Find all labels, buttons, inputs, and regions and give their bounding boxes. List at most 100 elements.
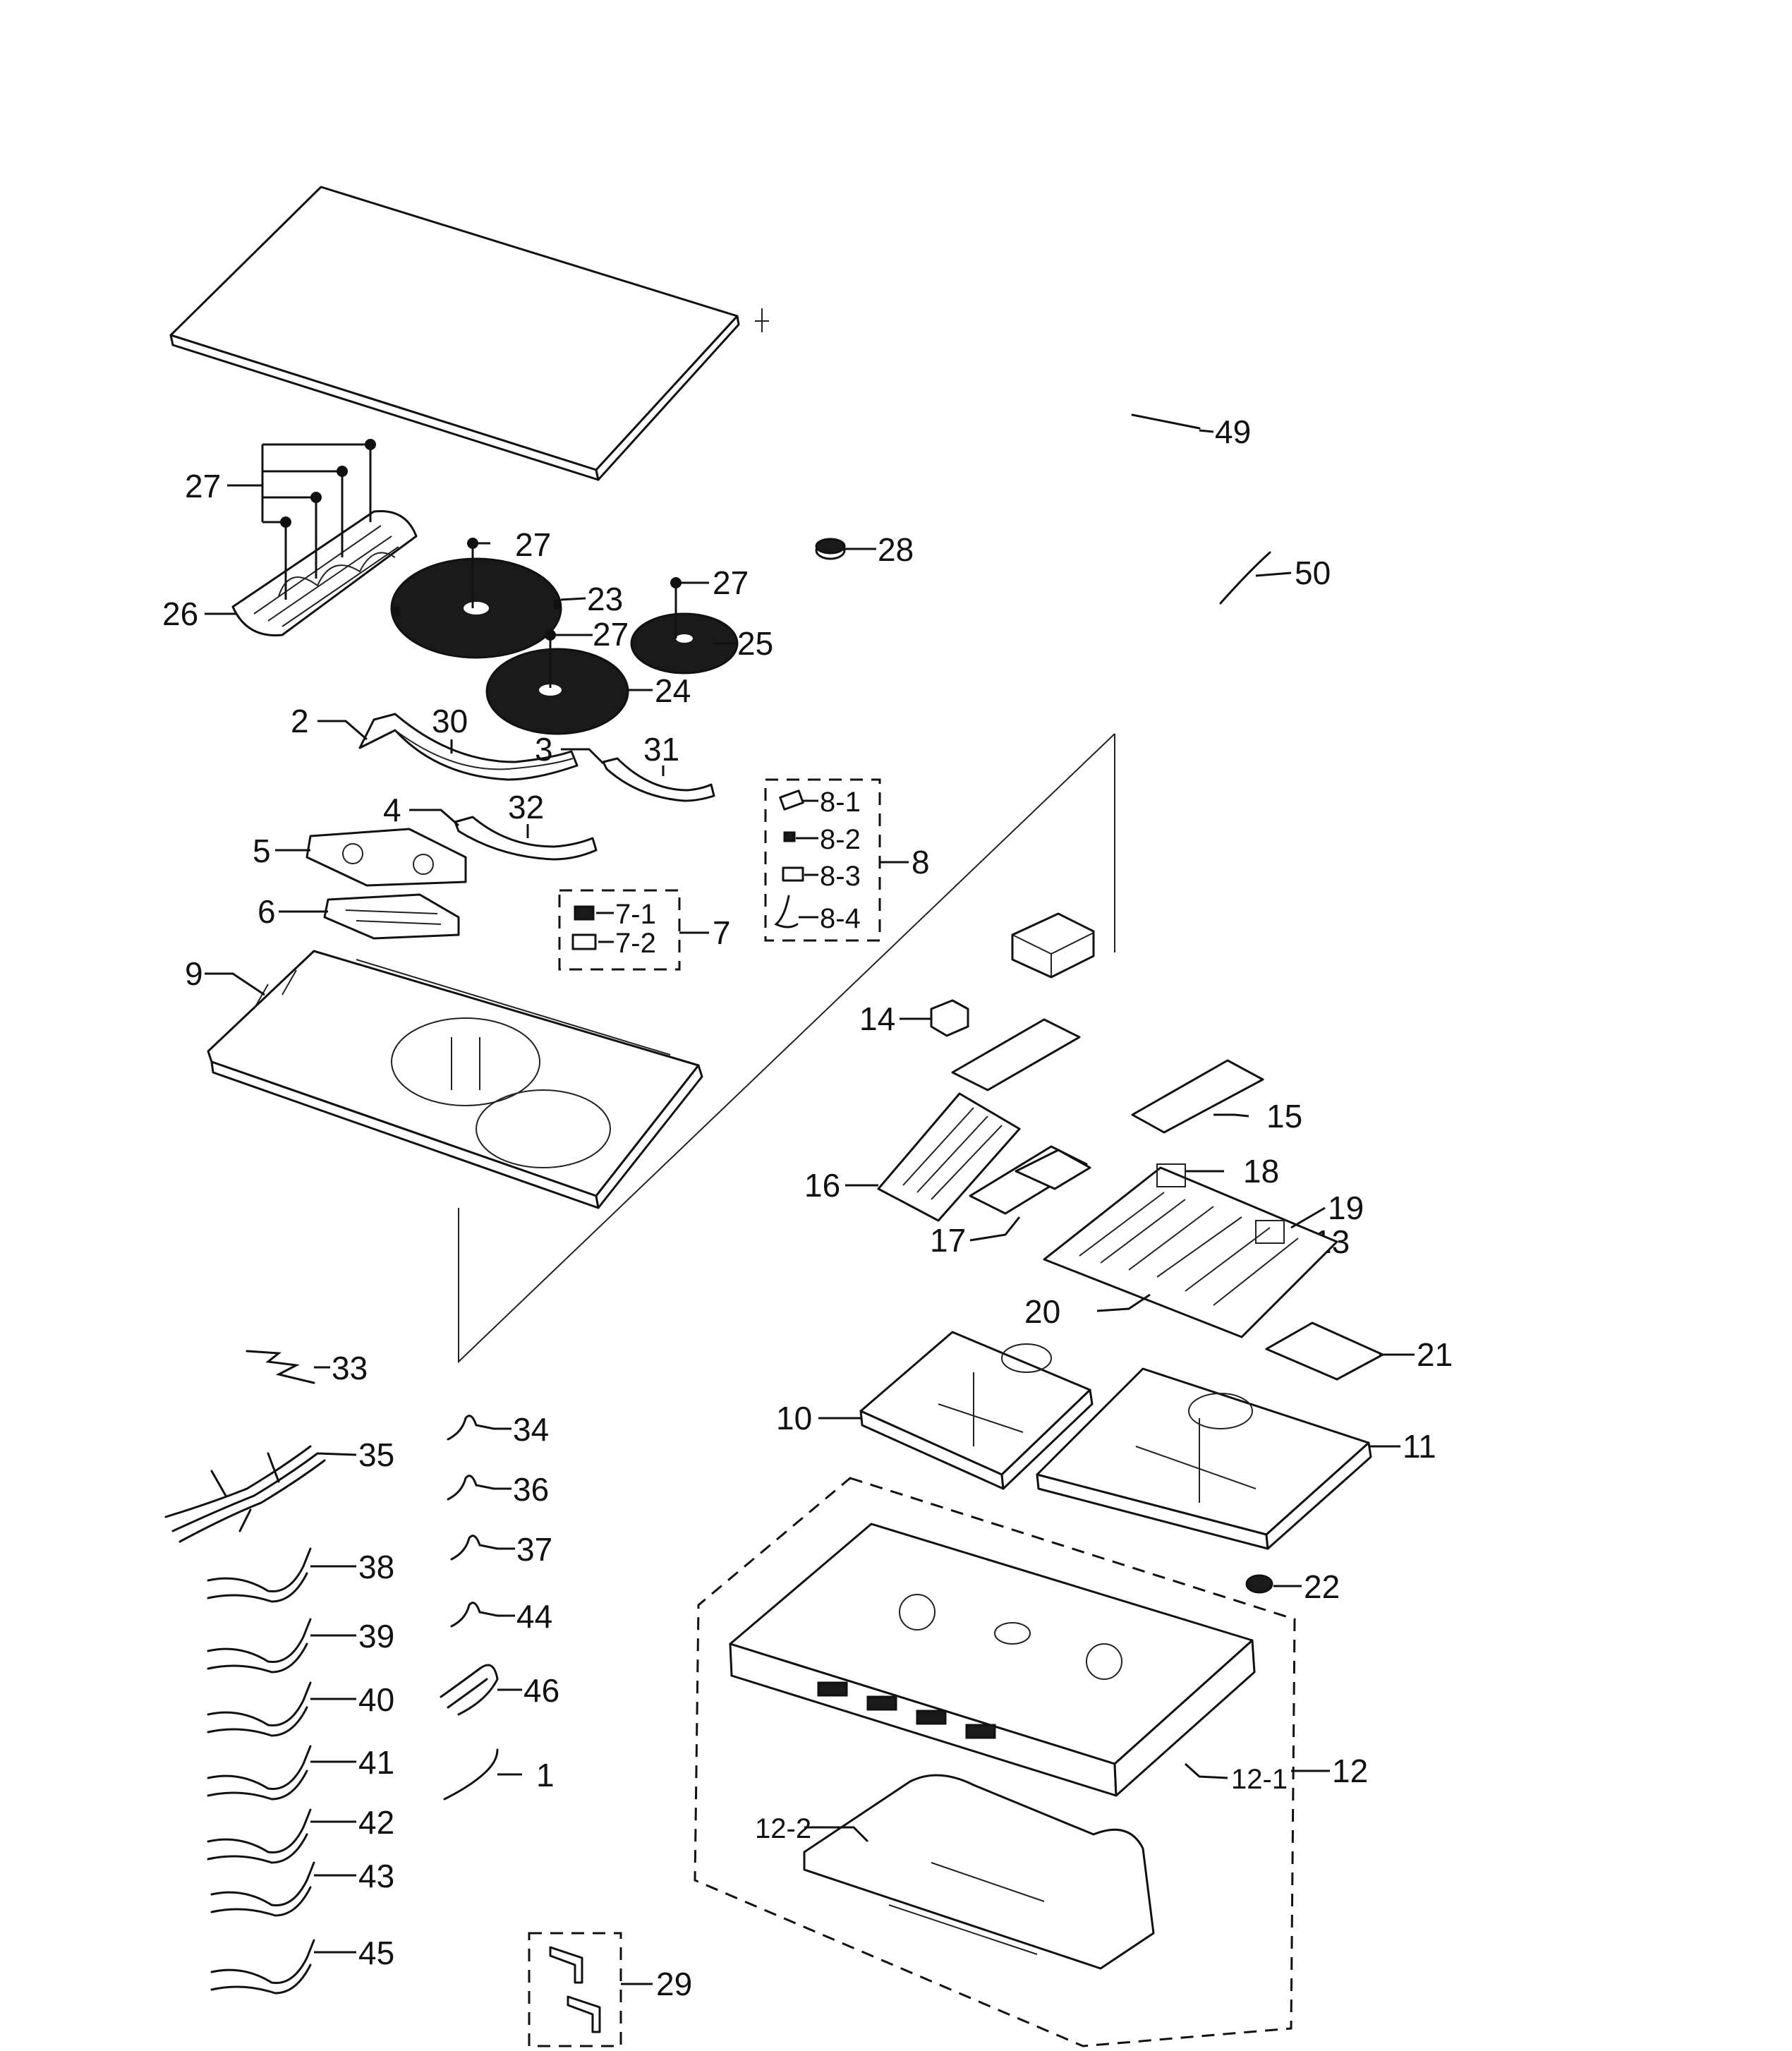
part-7-group: 7-1 7-2 7	[558, 889, 731, 971]
callout-12: 12	[1332, 1753, 1368, 1789]
part-11-tray: 11	[1036, 1367, 1436, 1550]
part-18-19-20-boards: 18 19 20	[1024, 1153, 1364, 1338]
part-36: 36	[447, 1471, 549, 1508]
callout-40: 40	[358, 1681, 394, 1718]
callout-29: 29	[656, 1966, 692, 2002]
callout-27-d: 27	[593, 616, 629, 653]
part-5-plate: 5	[253, 828, 467, 887]
callout-35: 35	[358, 1436, 394, 1473]
part-29-brackets: 29	[528, 1932, 692, 2047]
part-4-32-bracket: 4 32	[383, 789, 598, 861]
part-9-frame: 9	[185, 950, 703, 1209]
part-49: 49	[1131, 413, 1251, 450]
part-43-harness: 43	[210, 1858, 394, 1917]
part-6-plate: 6	[258, 893, 460, 940]
part-39-harness: 39	[207, 1618, 394, 1674]
callout-2: 2	[291, 703, 309, 739]
callout-8-4: 8-4	[820, 903, 861, 934]
callout-27-a: 27	[185, 468, 221, 504]
part-34: 34	[447, 1411, 549, 1448]
part-42-harness: 42	[207, 1804, 394, 1864]
callout-27-b: 27	[515, 526, 551, 563]
part-16-17-board: 16 17	[804, 1092, 1091, 1259]
callout-22: 22	[1304, 1568, 1340, 1605]
part-41-harness: 41	[207, 1744, 394, 1801]
callout-49: 49	[1215, 413, 1251, 450]
part-50: 50	[1219, 551, 1331, 605]
callout-8-2: 8-2	[820, 824, 861, 855]
callout-36: 36	[513, 1471, 549, 1508]
part-37: 37	[450, 1531, 552, 1568]
callout-24: 24	[655, 672, 691, 709]
part-22: 22	[1245, 1568, 1340, 1605]
callout-42: 42	[358, 1804, 394, 1841]
part-35-harness: 35	[164, 1436, 394, 1543]
callout-7-2: 7-2	[615, 928, 656, 959]
callout-28: 28	[878, 531, 914, 568]
callout-16: 16	[804, 1167, 840, 1204]
callout-12-1: 12-1	[1231, 1764, 1288, 1795]
callout-41: 41	[358, 1744, 394, 1781]
part-14-block: 14	[859, 999, 969, 1037]
callout-46: 46	[523, 1672, 559, 1709]
part-38-harness: 38	[207, 1547, 394, 1603]
callout-14: 14	[859, 1000, 895, 1037]
part-8-group: 8-1 8-2 8-3 8-4 8	[764, 778, 930, 942]
callout-33: 33	[332, 1350, 368, 1386]
callout-26: 26	[162, 595, 198, 632]
callout-8-3: 8-3	[820, 861, 861, 892]
callout-4: 4	[383, 792, 401, 828]
callout-1: 1	[536, 1757, 555, 1793]
callout-38: 38	[358, 1549, 394, 1585]
part-21-plate: 21	[1265, 1321, 1453, 1381]
callout-10: 10	[776, 1400, 812, 1436]
part-25-coil: 27 25	[630, 564, 773, 674]
callout-34: 34	[513, 1411, 549, 1448]
part-40-harness: 40	[207, 1681, 394, 1737]
callout-21: 21	[1417, 1336, 1453, 1373]
callout-43: 43	[358, 1858, 394, 1894]
callout-6: 6	[258, 893, 276, 930]
part-24-coil: 27 24	[485, 616, 691, 735]
callout-18: 18	[1243, 1153, 1279, 1190]
callout-25: 25	[737, 625, 773, 662]
part-12-base-group: 12-1 12 12-2	[694, 1477, 1368, 2047]
part-46: 46	[440, 1664, 559, 1716]
callout-23: 23	[587, 581, 623, 617]
callout-50: 50	[1295, 555, 1331, 591]
callout-19: 19	[1328, 1190, 1364, 1226]
part-23-coil: 27 23	[390, 526, 623, 659]
callout-27-c: 27	[713, 564, 749, 601]
callout-15: 15	[1266, 1098, 1302, 1135]
part-27-sensors: 27	[185, 439, 376, 600]
part-15-plate: 15	[1131, 1059, 1302, 1135]
callout-31: 31	[643, 731, 679, 768]
callout-12-2: 12-2	[755, 1813, 811, 1844]
callout-17: 17	[930, 1222, 966, 1259]
callout-5: 5	[253, 833, 271, 869]
upper-plate	[951, 1018, 1081, 1091]
part-2-30-bracket: 2 30	[291, 703, 579, 781]
part-44: 44	[450, 1598, 552, 1635]
callout-44: 44	[516, 1598, 552, 1635]
callout-8: 8	[912, 844, 930, 881]
callout-39: 39	[358, 1618, 394, 1654]
callout-32: 32	[508, 789, 544, 825]
part-26-bridge-coil: 26	[162, 509, 418, 636]
callout-9: 9	[185, 955, 203, 992]
part-1: 1	[443, 1748, 555, 1801]
part-28: 28	[815, 531, 914, 568]
callout-37: 37	[516, 1531, 552, 1568]
part-45-harness: 45	[210, 1935, 394, 1995]
assembly-guide-lines	[458, 733, 1115, 1364]
callout-7: 7	[713, 914, 731, 951]
part-33: 33	[246, 1350, 368, 1386]
callout-7-1: 7-1	[615, 899, 656, 930]
part-3-31-bracket: 3 31	[535, 731, 715, 802]
callout-20: 20	[1024, 1293, 1060, 1330]
glass-top-part	[169, 186, 769, 481]
callout-3: 3	[535, 731, 553, 768]
upper-module	[1011, 912, 1095, 979]
callout-11: 11	[1403, 1428, 1436, 1465]
